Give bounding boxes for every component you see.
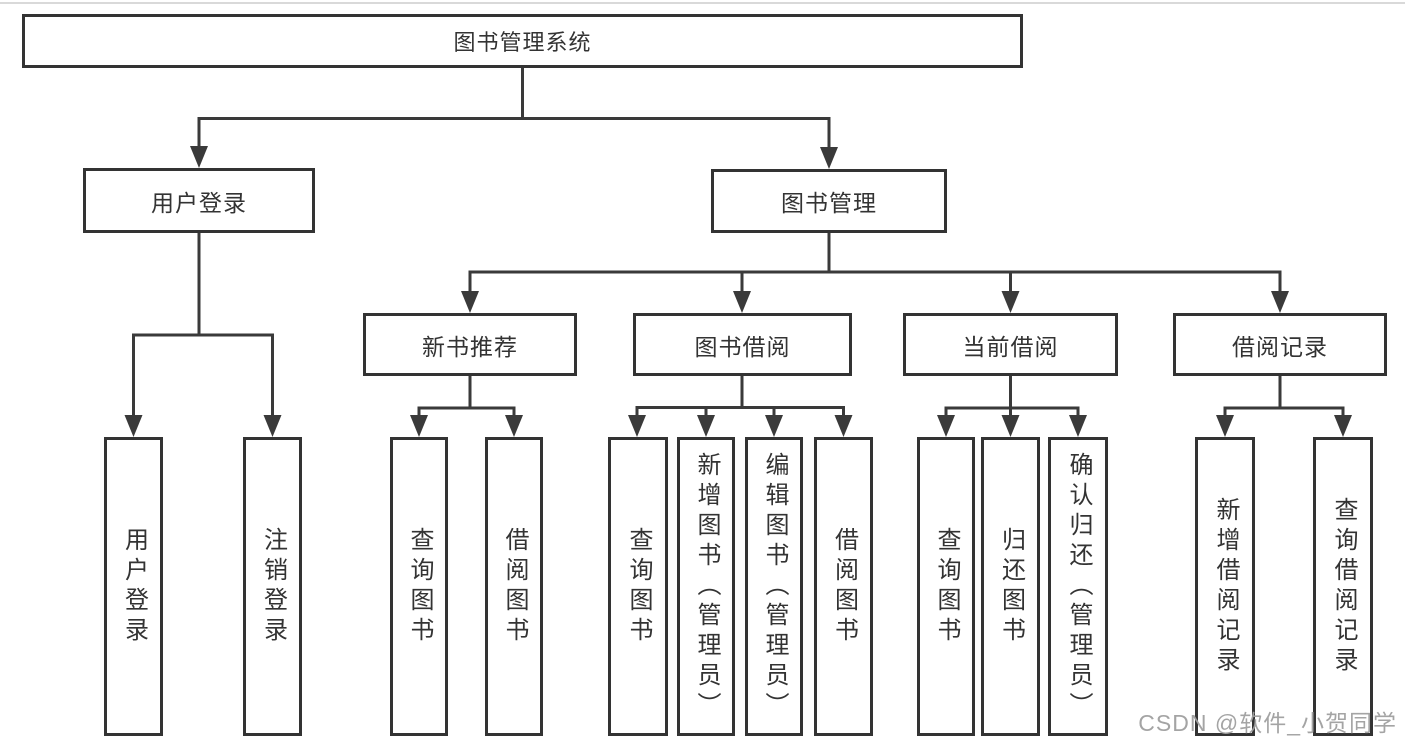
node-book-management: 图书管理: [711, 169, 947, 233]
node-borrow-records: 借阅记录: [1173, 313, 1387, 376]
leaf-add-book-admin: 新增图书（管理员）: [677, 437, 735, 736]
leaf-query-books-recommend: 查询图书: [390, 437, 448, 736]
node-book-management-label: 图书管理: [781, 190, 877, 216]
leaf-edit-book-admin: 编辑图书（管理员）: [745, 437, 803, 736]
node-current-borrow: 当前借阅: [903, 313, 1118, 376]
leaf-add-borrow-record-label: 新增借阅记录: [1212, 496, 1239, 677]
leaf-user-login: 用户登录: [104, 437, 163, 736]
node-new-book-recommend: 新书推荐: [363, 313, 577, 376]
node-user-login-label: 用户登录: [151, 189, 247, 216]
connector-root-to-level2: [190, 68, 838, 169]
connector-new-book-recommend-to-leaves: [410, 376, 523, 437]
leaf-query-borrow-record: 查询借阅记录: [1313, 437, 1373, 736]
leaf-query-books-current-label: 查询图书: [933, 526, 960, 647]
leaf-user-login-label: 用户登录: [120, 526, 148, 647]
node-new-book-recommend-label: 新书推荐: [422, 333, 518, 360]
leaf-add-book-admin-label: 新增图书（管理员）: [693, 451, 720, 722]
leaf-borrow-books-label: 借阅图书: [830, 526, 858, 647]
node-current-borrow-label: 当前借阅: [962, 333, 1059, 360]
leaf-logout: 注销登录: [243, 437, 302, 736]
connector-current-borrow-to-leaves: [937, 376, 1087, 437]
leaf-query-books-borrow-label: 查询图书: [625, 526, 652, 647]
watermark: CSDN @软件_小贺同学: [1138, 710, 1397, 736]
node-root: 图书管理系统: [22, 14, 1023, 68]
leaf-confirm-return-admin: 确认归还（管理员）: [1048, 437, 1108, 736]
leaf-query-books-borrow: 查询图书: [608, 437, 668, 736]
connector-borrow-records-to-leaves: [1216, 376, 1352, 437]
leaf-query-books-recommend-label: 查询图书: [406, 526, 433, 647]
leaf-borrow-books-recommend: 借阅图书: [485, 437, 543, 736]
node-book-borrow: 图书借阅: [633, 313, 852, 376]
leaf-return-books: 归还图书: [981, 437, 1040, 736]
connector-book-borrow-to-leaves: [628, 376, 853, 437]
leaf-logout-label: 注销登录: [259, 526, 287, 647]
leaf-query-borrow-record-label: 查询借阅记录: [1330, 496, 1357, 677]
leaf-edit-book-admin-label: 编辑图书（管理员）: [761, 451, 788, 722]
leaf-query-books-current: 查询图书: [917, 437, 975, 736]
top-divider-line: [0, 2, 1405, 4]
node-book-borrow-label: 图书借阅: [694, 333, 791, 360]
node-user-login: 用户登录: [83, 168, 315, 233]
leaf-confirm-return-admin-label: 确认归还（管理员）: [1065, 451, 1092, 722]
node-root-label: 图书管理系统: [453, 30, 592, 55]
leaf-borrow-books: 借阅图书: [814, 437, 873, 736]
connector-user-login-to-leaves: [124, 233, 282, 437]
connector-book-management-to-level3: [461, 233, 1289, 313]
node-borrow-records-label: 借阅记录: [1232, 333, 1328, 360]
leaf-add-borrow-record: 新增借阅记录: [1195, 437, 1255, 736]
leaf-return-books-label: 归还图书: [997, 526, 1025, 647]
leaf-borrow-books-recommend-label: 借阅图书: [501, 526, 528, 647]
